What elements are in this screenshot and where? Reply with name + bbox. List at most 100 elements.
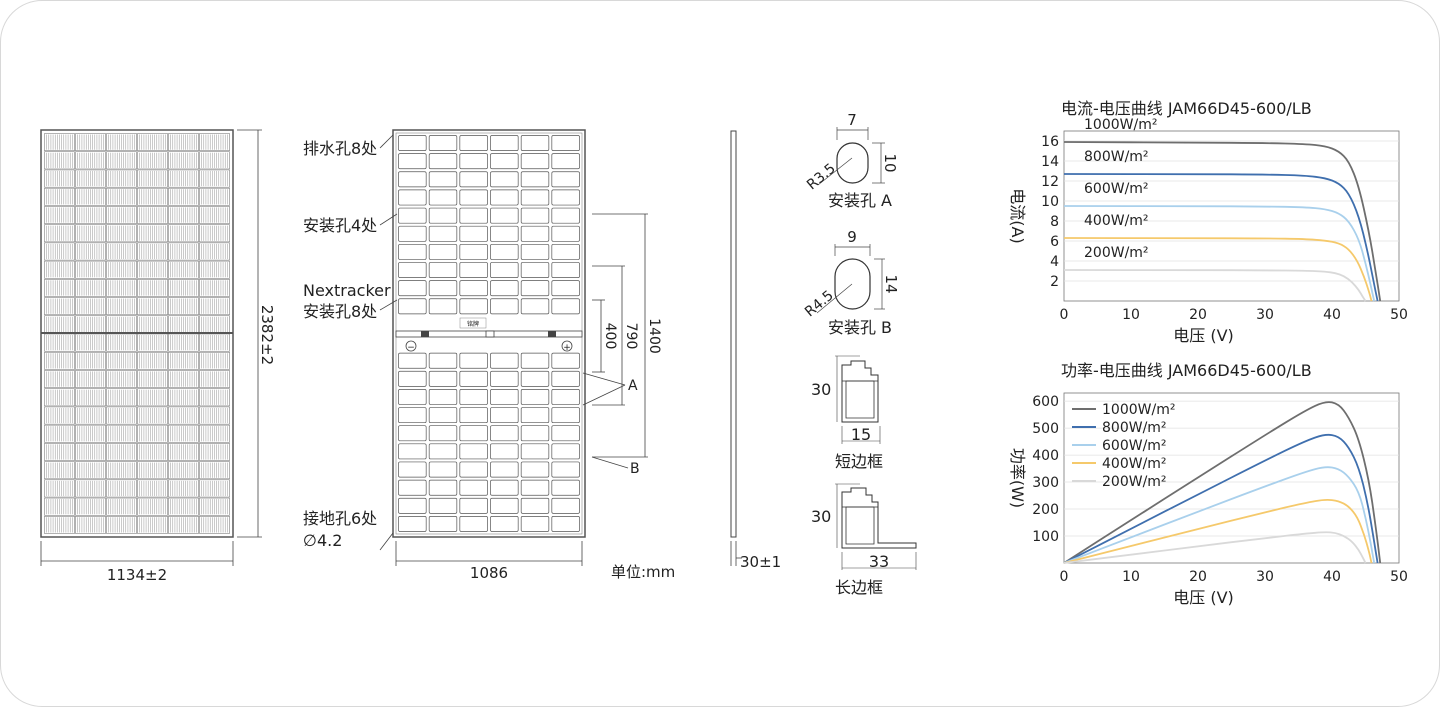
front-cell	[199, 315, 230, 334]
front-cell	[168, 169, 199, 188]
dim-1400: 1400	[646, 318, 662, 354]
back-cell	[551, 225, 580, 242]
short-frame-profile	[835, 355, 881, 444]
front-cell	[137, 206, 168, 224]
back-cell	[520, 298, 550, 315]
back-cell	[398, 370, 427, 387]
back-cell	[520, 243, 550, 260]
series-line	[1063, 141, 1382, 302]
front-cell	[137, 151, 168, 170]
back-cell	[520, 280, 550, 297]
front-cell	[199, 260, 230, 279]
back-cell	[490, 171, 519, 188]
y-tick-label: 12	[1041, 174, 1059, 190]
series-label: 800W/m²	[1084, 149, 1149, 165]
back-cell	[398, 171, 427, 188]
front-cell	[44, 497, 75, 516]
y-tick-label: 14	[1041, 154, 1059, 170]
back-cell	[459, 479, 488, 496]
unit-label: 单位:mm	[611, 563, 675, 581]
front-cell	[75, 187, 106, 206]
back-cell	[398, 207, 427, 224]
back-cell	[428, 189, 458, 206]
hole-a-marker: A	[628, 378, 638, 394]
y-axis-label: 电流(A)	[1008, 188, 1027, 243]
front-cell	[168, 242, 199, 261]
back-cell	[520, 461, 550, 478]
back-cell	[551, 389, 580, 405]
front-cell	[137, 424, 168, 443]
back-cell	[490, 298, 519, 315]
back-cell	[398, 407, 427, 424]
front-cell	[44, 424, 75, 443]
back-cell	[428, 516, 458, 532]
front-cell	[75, 351, 106, 370]
front-cell	[106, 297, 137, 316]
back-cell	[398, 389, 427, 405]
panel-front-view	[40, 129, 234, 538]
hole-b-width: 9	[847, 228, 857, 246]
panel-back-view: 铭牌 − +	[392, 129, 586, 538]
chart-title: 电流-电压曲线 JAM66D45-600/LB	[1061, 99, 1312, 118]
front-cell	[168, 224, 199, 243]
front-cell	[75, 133, 106, 151]
back-cell	[428, 207, 458, 224]
back-cell	[398, 225, 427, 242]
back-cell	[398, 425, 427, 442]
front-cell	[106, 260, 137, 279]
front-cell	[168, 187, 199, 206]
front-cell	[168, 333, 199, 352]
back-cell	[490, 207, 519, 224]
front-cell	[199, 333, 230, 352]
back-dimension-lines	[395, 213, 648, 566]
front-cell	[106, 406, 137, 425]
series-line	[1063, 269, 1367, 302]
front-cells-grid	[44, 133, 230, 534]
front-cell	[75, 406, 106, 425]
back-cell	[551, 135, 580, 151]
back-cell	[551, 352, 580, 369]
series-label: 600W/m²	[1084, 181, 1149, 197]
front-cell	[75, 461, 106, 480]
back-cell	[490, 243, 519, 260]
back-cell	[551, 262, 580, 278]
front-cell	[106, 461, 137, 480]
minus-sign: −	[407, 343, 415, 353]
chart-title: 功率-电压曲线 JAM66D45-600/LB	[1061, 361, 1312, 380]
y-tick-label: 4	[1050, 254, 1059, 270]
back-cell	[520, 425, 550, 442]
back-cell	[428, 298, 458, 315]
back-cell	[398, 461, 427, 478]
hole-a-name: 安装孔 A	[828, 191, 892, 210]
back-cell	[551, 461, 580, 478]
front-cell	[199, 151, 230, 170]
back-cell	[520, 479, 550, 496]
x-tick-label: 20	[1189, 307, 1207, 323]
front-cell	[106, 351, 137, 370]
y-tick-label: 2	[1050, 274, 1059, 290]
x-tick-label: 0	[1060, 569, 1069, 585]
front-cell	[106, 224, 137, 243]
front-cell	[168, 260, 199, 279]
front-cell	[137, 260, 168, 279]
back-cell	[459, 135, 488, 151]
back-cell	[520, 262, 550, 278]
nextracker-label-1: Nextracker	[303, 281, 391, 300]
y-tick-label: 16	[1041, 134, 1059, 150]
x-tick-label: 30	[1256, 569, 1274, 585]
back-cell	[490, 352, 519, 369]
x-tick-label: 50	[1390, 569, 1408, 585]
back-cell	[459, 497, 488, 514]
front-cell	[137, 333, 168, 352]
x-axis-label: 电压 (V)	[1173, 326, 1234, 345]
series-line	[1063, 531, 1367, 564]
front-cell	[75, 443, 106, 461]
back-cell	[551, 207, 580, 224]
back-cell	[459, 461, 488, 478]
back-cell	[490, 280, 519, 297]
back-cell	[551, 479, 580, 496]
front-cell	[168, 516, 199, 534]
series-line	[1063, 433, 1379, 564]
front-cell	[168, 461, 199, 480]
legend-entry: 800W/m²	[1102, 420, 1167, 436]
